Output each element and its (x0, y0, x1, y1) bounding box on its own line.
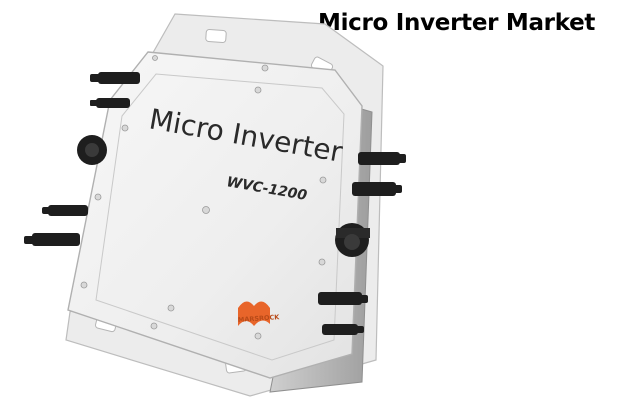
housing-face (67, 51, 363, 379)
page-title: Micro Inverter Market (318, 10, 596, 36)
brand-logo: MARSROCK (238, 301, 281, 326)
left-connectors (24, 72, 140, 246)
right-connectors (318, 152, 406, 335)
screws (80, 55, 327, 340)
brand-logo-text: MARSROCK (238, 313, 281, 324)
